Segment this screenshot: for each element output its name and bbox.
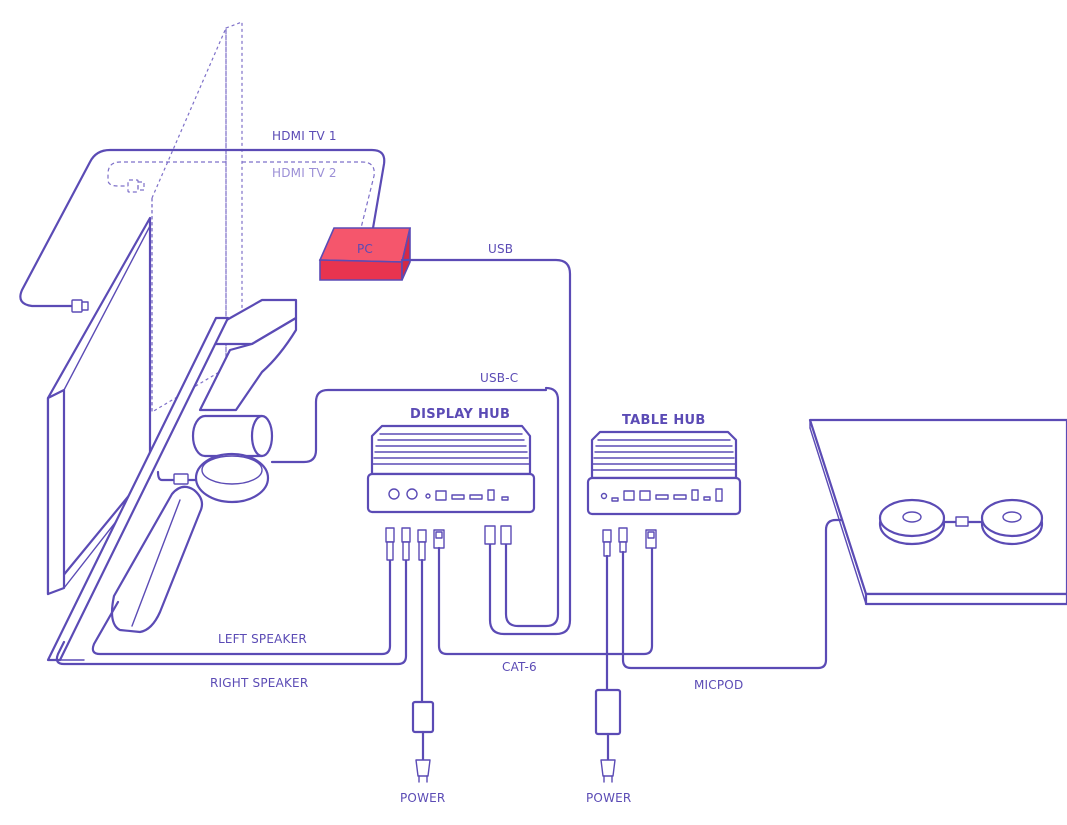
pc-box	[318, 227, 412, 281]
label-usb-c: USB-C	[480, 371, 518, 385]
usb-cable-return	[504, 386, 560, 628]
usb-connector-icon	[484, 525, 512, 545]
table-hub-ports	[600, 488, 723, 502]
power-connector-icon	[417, 529, 427, 561]
left-speaker-cable	[91, 558, 392, 656]
table-hub-vents	[592, 439, 736, 471]
hdmi-plug-icon	[71, 299, 89, 313]
rj45-connector-icon	[645, 529, 657, 549]
power-plug-icon	[415, 759, 431, 783]
label-cat6: CAT-6	[502, 660, 537, 674]
usb-connector-icon	[173, 473, 189, 485]
camera-short-cable	[156, 470, 198, 482]
label-hdmi-tv1: HDMI TV 1	[272, 129, 337, 143]
tv-2-outline	[151, 21, 243, 414]
display-hub-vents	[372, 433, 530, 465]
tv-1	[46, 216, 152, 596]
power-plug-icon	[600, 759, 616, 783]
label-pc: PC	[357, 242, 373, 256]
right-speaker-cable	[55, 558, 408, 666]
table-hub	[586, 430, 742, 516]
label-micpod: MICPOD	[694, 678, 743, 692]
usb-c-cable	[270, 388, 548, 464]
hdmi-plug-icon	[127, 179, 145, 193]
power-connector-icon	[602, 529, 612, 557]
cat6-cable	[437, 546, 654, 656]
label-left-speaker: LEFT SPEAKER	[218, 632, 307, 646]
hdmi-tv2-cable	[107, 161, 375, 233]
label-power-table: POWER	[586, 791, 631, 805]
rca-connector-icon	[385, 527, 411, 561]
label-right-speaker: RIGHT SPEAKER	[210, 676, 308, 690]
power-adapter-icon	[411, 700, 435, 734]
label-usb: USB	[488, 242, 513, 256]
label-table-hub: TABLE HUB	[622, 413, 706, 428]
micpod-cable	[621, 518, 888, 670]
display-hub-ports	[388, 488, 509, 501]
rj45-connector-icon	[433, 529, 445, 549]
micpod-2	[980, 498, 1044, 546]
usb-cable	[400, 258, 572, 636]
label-power-display: POWER	[400, 791, 445, 805]
label-display-hub: DISPLAY HUB	[410, 407, 510, 422]
micpod-connector-icon	[955, 516, 969, 527]
display-hub	[366, 424, 536, 514]
micpod-connector-icon	[618, 527, 628, 553]
meetup-camera	[191, 298, 298, 504]
micpod-1	[878, 498, 946, 546]
power-adapter-icon	[594, 688, 622, 736]
label-hdmi-tv2: HDMI TV 2	[272, 166, 337, 180]
hdmi-tv1-cable	[19, 148, 386, 308]
left-speaker	[110, 485, 204, 634]
